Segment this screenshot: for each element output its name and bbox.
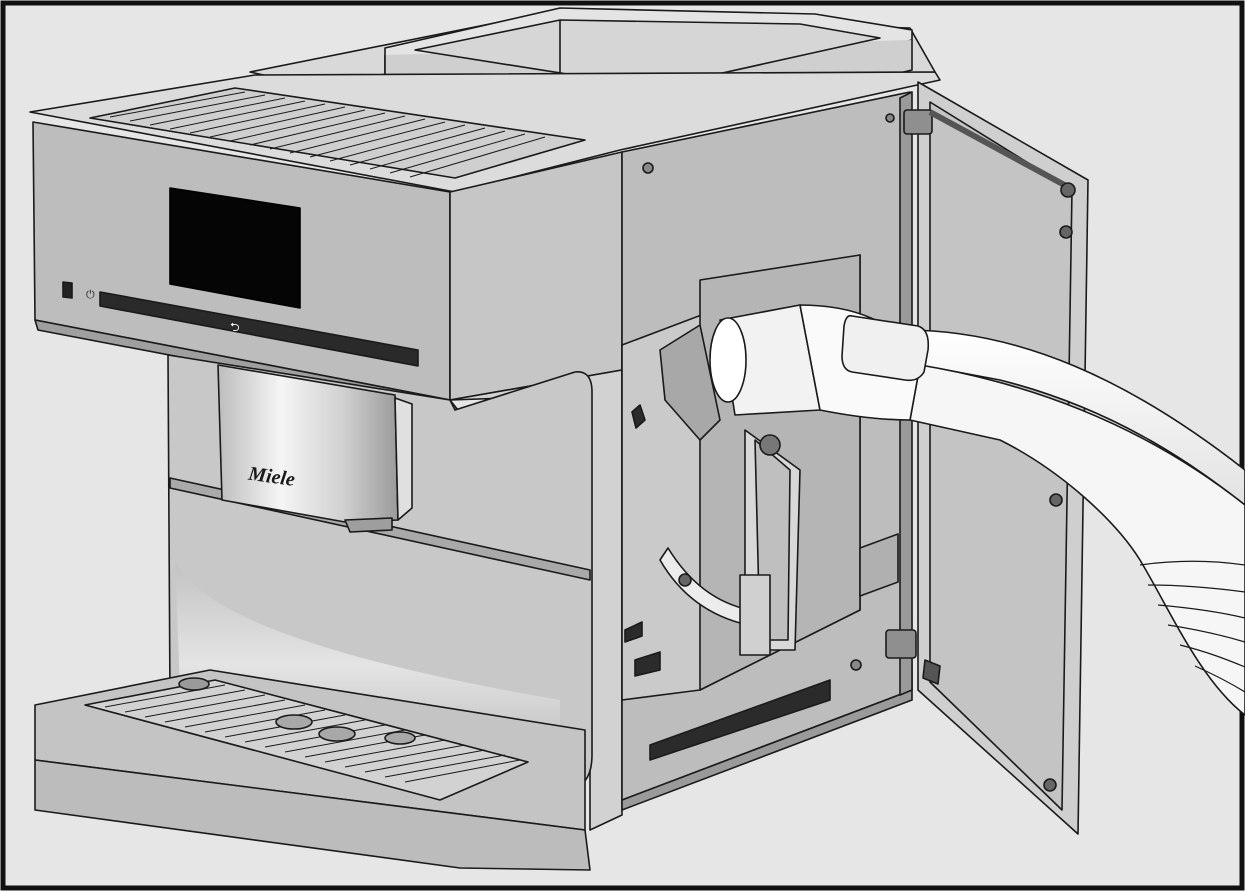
compartment-vent bbox=[649, 679, 831, 761]
panel-side bbox=[449, 151, 623, 401]
sensor-icon bbox=[62, 281, 73, 299]
door-seal bbox=[928, 109, 1072, 191]
touch-display[interactable] bbox=[169, 187, 301, 309]
tray-float-icon bbox=[178, 677, 210, 691]
power-icon: ⏻ bbox=[86, 288, 95, 301]
vacuum-hose bbox=[709, 304, 1245, 716]
back-icon: ⮌ bbox=[230, 320, 240, 334]
cup-warmer-slats bbox=[109, 91, 546, 178]
door-hinges bbox=[885, 109, 933, 659]
control-strip[interactable] bbox=[99, 291, 419, 367]
brew-unit[interactable] bbox=[659, 324, 801, 656]
hose-button bbox=[841, 314, 930, 382]
drip-tray-grille bbox=[84, 679, 529, 801]
